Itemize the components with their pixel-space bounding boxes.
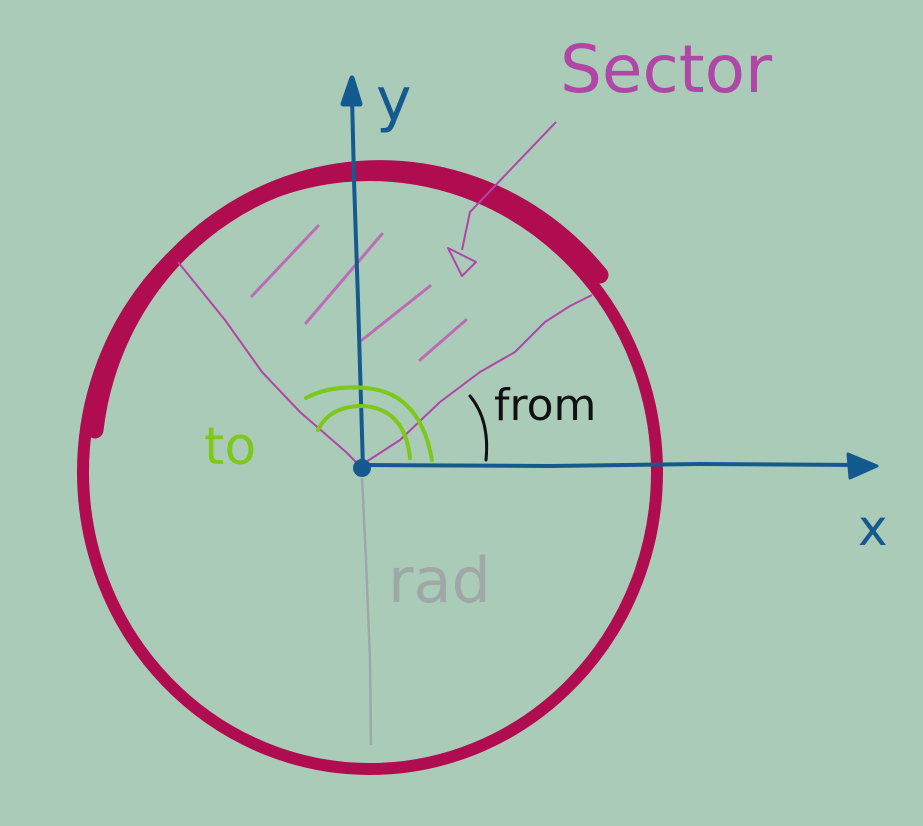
to-label: to: [204, 417, 256, 477]
radius-label: rad: [388, 544, 491, 617]
sector-pointer-arrowhead: [447, 247, 477, 277]
sector-boundary: [177, 261, 593, 463]
radius-line: [360, 477, 373, 746]
x-axis-label: x: [858, 499, 888, 557]
sector-hatching: [250, 224, 468, 362]
y-axis-label: y: [376, 65, 412, 135]
x-axis-arrowhead: [846, 452, 879, 480]
to-angle-arcs: [304, 385, 434, 462]
y-axis: [350, 93, 365, 470]
sector-label: Sector: [560, 31, 773, 108]
x-axis: [366, 461, 862, 469]
origin-point: [353, 459, 371, 477]
circle-rim-accent: [86, 160, 609, 439]
y-axis-arrowhead: [340, 75, 363, 107]
sector-pointer: [461, 121, 557, 251]
from-angle-arc: [468, 394, 489, 462]
from-label: from: [494, 380, 596, 431]
